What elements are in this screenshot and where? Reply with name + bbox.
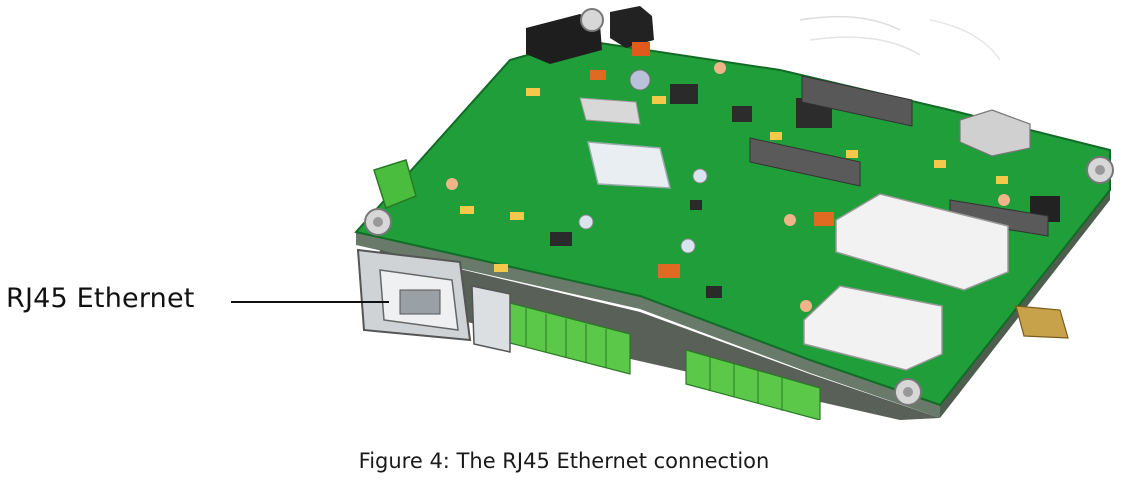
rj45-connector <box>356 248 511 353</box>
processor-chip <box>587 141 671 189</box>
rj45-callout-label: RJ45 Ethernet <box>6 283 195 314</box>
pcb-board-illustration <box>340 0 1120 421</box>
figure-caption: Figure 4: The RJ45 Ethernet connection <box>358 449 770 473</box>
callout-leader-line <box>231 301 389 303</box>
radio-module <box>835 193 1009 291</box>
